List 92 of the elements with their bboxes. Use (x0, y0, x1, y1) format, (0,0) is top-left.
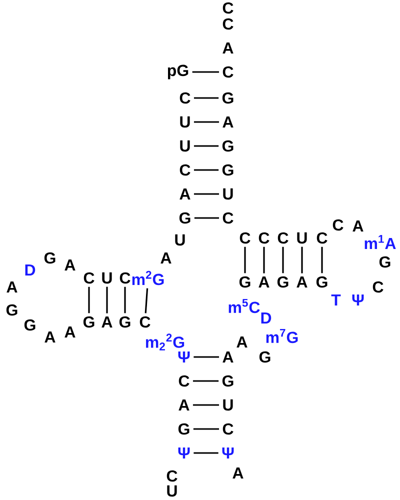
base-pair-line (88, 286, 90, 314)
base-letter: G (178, 423, 190, 435)
base-letter: C (332, 219, 344, 231)
base-letter: D (25, 264, 36, 276)
base-letter: U (223, 399, 233, 411)
base-pair-line (194, 356, 220, 358)
base-letter: G (6, 304, 18, 316)
base-letter: D (261, 312, 272, 324)
base-letter: A (236, 336, 248, 348)
base-letter: G (316, 276, 328, 288)
base-letter: G (222, 92, 234, 104)
base-letter: m$^{1}$A (364, 235, 396, 249)
base-letter: C (166, 470, 178, 482)
base-letter: A (6, 282, 18, 292)
base-letter: G (379, 256, 390, 268)
base-pair-line (194, 217, 220, 219)
base-letter: C (316, 232, 328, 244)
base-letter: T (331, 294, 341, 306)
base-letter: m$^{2}$G (132, 270, 164, 286)
base-pair-line (194, 145, 219, 147)
base-pair-line (106, 286, 108, 314)
base-letter: G (277, 276, 288, 288)
base-letter: A (180, 188, 190, 200)
base-letter: U (175, 234, 185, 246)
base-letter: A (44, 332, 56, 342)
base-letter: Ψ (178, 352, 190, 362)
base-letter: G (83, 316, 94, 328)
base-letter: G (239, 276, 250, 288)
base-pair-line (194, 97, 219, 99)
base-letter: G (24, 319, 36, 331)
base-letter: U (180, 140, 190, 152)
base-pair-line (282, 246, 284, 274)
base-letter: U (102, 272, 112, 284)
base-letter: G (222, 375, 234, 387)
base-letter: U (223, 188, 233, 200)
base-letter: C (222, 423, 234, 435)
base-letter: C (240, 232, 250, 244)
base-letter: C (140, 316, 150, 328)
base-letter: C (278, 232, 288, 244)
base-letter: G (222, 140, 234, 152)
base-letter: Ψ (352, 294, 364, 306)
base-letter: C (222, 66, 234, 78)
base-letter: C (222, 2, 234, 14)
base-letter: pG (168, 64, 188, 80)
base-pair-line (194, 169, 219, 171)
base-pair-line (194, 452, 218, 454)
base-pair-line (194, 193, 220, 195)
base-pair-line (144, 288, 148, 314)
base-letter: C (258, 232, 270, 244)
base-pair-line (194, 121, 220, 123)
base-pair-line (124, 286, 126, 314)
base-letter: A (258, 276, 270, 288)
base-letter: A (64, 260, 76, 270)
base-letter: G (179, 212, 190, 224)
base-letter: A (102, 316, 112, 328)
base-pair-line (263, 246, 265, 274)
base-letter: G (259, 351, 270, 363)
base-letter: A (352, 220, 364, 232)
base-pair-line (321, 246, 323, 274)
base-letter: A (296, 276, 308, 288)
base-pair-line (192, 380, 219, 382)
base-letter: C (222, 18, 234, 30)
base-letter: m$_{2}$$^{2}$G (146, 334, 184, 350)
base-letter: U (180, 116, 190, 128)
base-letter: C (180, 164, 190, 176)
base-letter: G (222, 164, 234, 176)
base-letter: C (372, 281, 384, 293)
base-letter: A (222, 352, 234, 362)
base-letter: Ψ (178, 448, 190, 458)
base-pair-line (193, 428, 220, 430)
base-letter: A (222, 42, 234, 54)
base-letter: A (160, 252, 172, 264)
base-letter: U (297, 232, 307, 244)
base-letter: C (178, 375, 190, 387)
base-pair-line (192, 71, 220, 73)
base-letter: C (120, 272, 130, 284)
base-letter: A (232, 468, 244, 478)
base-letter: C (180, 92, 190, 104)
base-letter: C (84, 272, 94, 284)
base-pair-line (301, 246, 303, 274)
base-letter: m$^{5}$C (228, 298, 260, 314)
base-pair-line (244, 246, 246, 274)
base-letter: Ψ (222, 448, 234, 458)
base-pair-line (192, 404, 220, 406)
base-letter: A (64, 326, 76, 338)
base-letter: C (222, 212, 234, 224)
base-letter: A (222, 116, 234, 128)
base-letter: G (119, 316, 130, 328)
base-letter: m$^{7}$G (266, 328, 298, 344)
base-letter: U (167, 485, 177, 497)
base-letter: G (44, 252, 56, 264)
base-letter: A (178, 400, 190, 410)
